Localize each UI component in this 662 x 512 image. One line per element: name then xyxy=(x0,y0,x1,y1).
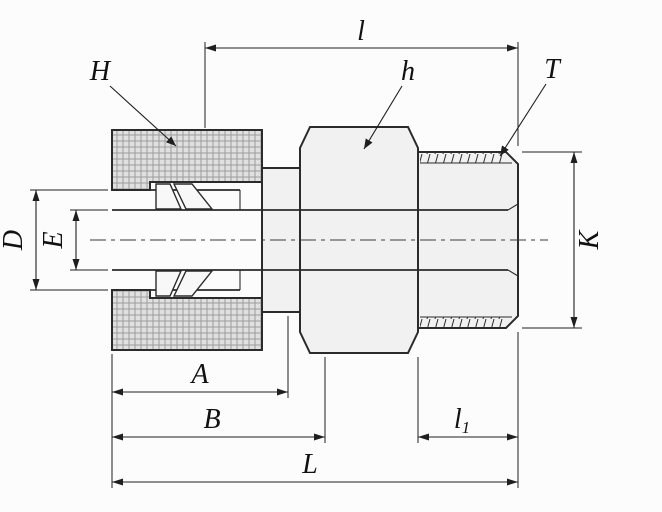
leader-line xyxy=(499,83,547,157)
callout-h: h xyxy=(363,56,415,150)
dim-label-H: H xyxy=(89,56,112,87)
arrowhead-left xyxy=(112,433,123,441)
arrowhead-left xyxy=(112,478,123,486)
dim-label-l1-sub: 1 xyxy=(462,418,471,437)
front-ferrule-bottom xyxy=(172,270,214,297)
dim-label-D: D xyxy=(0,230,29,251)
arrowhead-down xyxy=(72,259,80,270)
bore-chamfer-top xyxy=(507,203,519,211)
dim-label-l1-main: l xyxy=(454,404,462,435)
nut-upper-half xyxy=(111,129,263,191)
dim-label-A: A xyxy=(189,359,209,390)
ferrules xyxy=(155,183,214,297)
dim-label-B: B xyxy=(203,404,220,435)
dimension-K: K xyxy=(522,151,605,329)
callout-T: T xyxy=(499,54,562,157)
dim-label-h: h xyxy=(401,56,415,87)
arrowhead-left xyxy=(112,388,123,396)
dimension-L: L xyxy=(112,449,518,486)
dim-label-l: l xyxy=(357,16,365,47)
arrowhead-right xyxy=(314,433,325,441)
dimension-D: D xyxy=(0,189,108,291)
arrowhead-down xyxy=(32,279,40,290)
dim-label-L: L xyxy=(301,449,318,480)
arrowhead-left xyxy=(205,44,216,52)
arrowhead-right xyxy=(507,478,518,486)
arrowhead-right xyxy=(507,44,518,52)
bore-chamfer-bottom xyxy=(507,269,519,277)
arrowhead-right xyxy=(507,433,518,441)
dimension-B: B xyxy=(112,357,326,443)
thread-crests-bottom xyxy=(420,317,506,328)
dim-label-l1: l1 xyxy=(454,404,470,437)
nut-lower-half xyxy=(111,289,263,351)
leader-line xyxy=(363,85,403,150)
dim-label-T: T xyxy=(544,54,562,85)
leader-line xyxy=(109,85,177,147)
dimension-l1: l1 xyxy=(417,357,518,443)
arrowhead-up xyxy=(72,210,80,221)
dimension-A: A xyxy=(112,316,289,398)
bore-lines xyxy=(112,189,519,291)
thread-crests-top xyxy=(420,152,506,163)
callout-H: H xyxy=(89,56,177,147)
arrowhead-down xyxy=(570,317,578,328)
dim-label-E: E xyxy=(38,231,69,249)
arrowhead-up xyxy=(570,152,578,163)
dimension-E: E xyxy=(38,209,108,271)
arrowhead-up xyxy=(32,190,40,201)
arrowhead-right xyxy=(277,388,288,396)
back-ferrule-bottom xyxy=(155,270,183,297)
back-ferrule-top xyxy=(155,183,183,210)
front-ferrule-top xyxy=(172,183,214,210)
arrowhead-left xyxy=(418,433,429,441)
dim-label-K: K xyxy=(574,229,605,250)
